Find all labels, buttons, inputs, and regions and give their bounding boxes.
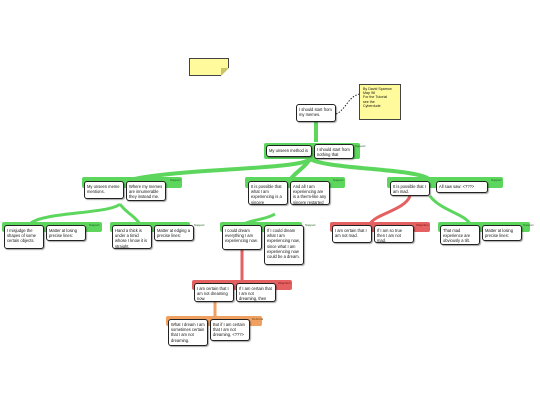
folded-corner-icon (221, 68, 229, 76)
attribution-line: Map 98 (363, 91, 375, 96)
group2-claim[interactable]: It is possible that what I am experienci… (248, 181, 288, 205)
group2-text: It is possible that what I am experienci… (251, 184, 282, 205)
group2-tag: Support (333, 178, 344, 182)
leaf3-side-text: If I could dream what I am experiencing … (267, 228, 300, 260)
leaf2-tag: Support (194, 223, 205, 227)
attribution-line: By David Sparrow (363, 87, 392, 91)
root-claim-text: I should start from my memes. (299, 107, 332, 118)
group3-connector (309, 157, 432, 182)
group1-claim[interactable]: My unseen meme mentions. (84, 181, 124, 199)
level1-side-text: I should start from nothing that replace… (317, 147, 350, 158)
rebuttal-text: What I dream I am sometimes certain that… (171, 322, 205, 343)
leaf3-tag: Support (305, 223, 316, 227)
title-sticky-note[interactable] (189, 58, 229, 76)
group1-side-text: Where my memes are innumerable they inst… (129, 184, 163, 200)
level1-claim[interactable]: My unseen method is (266, 145, 312, 157)
leaf4-side-text: If I am so true then I am not mad. (377, 228, 403, 243)
objection-tag: Objection (278, 281, 291, 285)
rebuttal-tag: Rebuttal (252, 317, 264, 321)
leaf3-side-claim[interactable]: If I could dream what I am experiencing … (264, 225, 304, 265)
rebuttal-claim[interactable]: What I dream I am sometimes certain that… (168, 319, 208, 346)
level1-tag: Support (355, 144, 366, 148)
rebuttal-side-claim[interactable]: But if I am certain that I am not dreami… (210, 319, 250, 341)
leaf1-connector (28, 202, 122, 226)
objection-side-text: If I am certain that I am not dreaming, … (239, 286, 272, 302)
note-link (335, 93, 361, 115)
group3-claim[interactable]: It is possible that I am mad. (390, 181, 430, 196)
attribution-line: Cyberdude (363, 103, 381, 108)
objection-side-claim[interactable]: If I am certain that I am not dreaming, … (236, 283, 276, 302)
leaf5-tag: Support (523, 223, 534, 227)
leaf2-claim[interactable]: Hand a thick is under a timid whose I kn… (112, 225, 152, 249)
leaf5-side-text: Matter at losing precise lines: (485, 228, 513, 239)
leaf4-connector (368, 195, 412, 225)
leaf4-tag: Objection (416, 223, 429, 227)
leaf1-side-claim[interactable]: Matter at losing precise lines: (46, 225, 86, 241)
group3-side-claim[interactable]: All saw saw: <???> (436, 181, 488, 193)
level1-claim-text: My unseen method is (269, 148, 308, 153)
leaf4-claim[interactable]: I am certain that I am not mad. (332, 225, 372, 243)
group3-tag: Support (491, 178, 502, 182)
group1-text: My unseen meme mentions. (87, 184, 120, 195)
group2-side-text: And all I am experiencing are is a therm… (293, 184, 327, 205)
group2-side-claim[interactable]: And all I am experiencing are is a therm… (290, 181, 330, 205)
leaf4-side-claim[interactable]: If I am so true then I am not mad. (374, 225, 414, 243)
group1-connector (129, 157, 312, 182)
leaf2-connector (118, 203, 142, 225)
leaf4-text: I am certain that I am not mad. (335, 228, 367, 239)
rebuttal-side-text: But if I am certain that I am not dreami… (213, 322, 245, 338)
group1-side-claim[interactable]: Where my memes are innumerable they inst… (126, 181, 166, 201)
group1-tag: Support (170, 178, 181, 182)
attribution-sticky-note[interactable]: By David Sparrow Map 98 For the Tutorial… (359, 84, 401, 120)
objection-claim[interactable]: I am certain that I am not dreaming now. (194, 283, 234, 302)
attribution-line: For the Tutorial (363, 95, 388, 100)
leaf1-side-text: Matter at losing precise lines: (49, 228, 77, 239)
leaf1-text: I misjudge the shapes of some certain ob… (7, 228, 36, 244)
root-claim[interactable]: I should start from my memes. (296, 104, 336, 122)
leaf3-claim[interactable]: I could dream everything I am experienci… (222, 225, 262, 250)
leaf1-claim[interactable]: I misjudge the shapes of some certain ob… (4, 225, 44, 249)
leaf3-text: I could dream everything I am experienci… (225, 228, 258, 244)
leaf2-side-claim[interactable]: Matter at edging a precise lines: (154, 225, 194, 241)
leaf5-side-claim[interactable]: Matter at losing precise lines: (482, 225, 522, 241)
leaf5-text: That mad experience are obviously a tilt… (443, 228, 471, 244)
leaf1-tag: Support (89, 223, 100, 227)
group3-text: It is possible that I am mad. (393, 184, 426, 195)
attribution-line: see the (363, 99, 375, 104)
group3-side-text: All saw saw: <???> (439, 184, 475, 189)
objection-text: I am certain that I am not dreaming now. (197, 286, 229, 302)
leaf5-connector (428, 195, 472, 225)
leaf2-text: Hand a thick is under a timid whose I kn… (115, 228, 148, 249)
level1-side-claim[interactable]: I should start from nothing that replace… (314, 144, 354, 159)
leaf2-side-text: Matter at edging a precise lines: (157, 228, 190, 239)
leaf5-claim[interactable]: That mad experience are obviously a tilt… (440, 225, 480, 245)
